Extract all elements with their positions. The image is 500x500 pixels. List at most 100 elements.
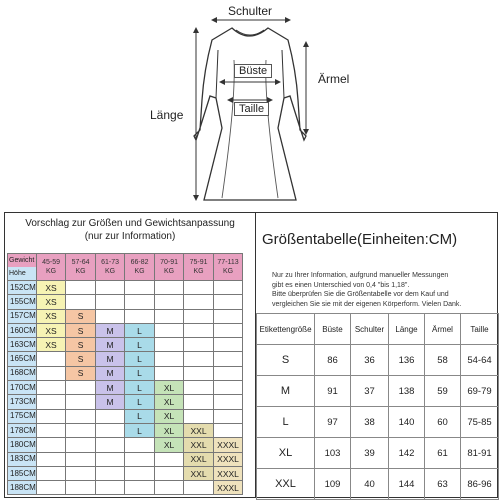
empty-cell	[183, 294, 214, 310]
measurement-cell: 40	[350, 468, 389, 500]
size-cell: XXXL	[212, 437, 244, 453]
size-cell: L	[124, 351, 155, 367]
measurement-cell: 36	[350, 344, 389, 376]
size-cell: XS	[35, 337, 67, 353]
empty-cell	[35, 465, 67, 482]
measurement-cell: 60	[424, 406, 461, 438]
empty-cell	[65, 422, 96, 439]
empty-cell	[35, 351, 67, 367]
empty-cell	[94, 422, 126, 439]
chest-label: Büste	[234, 64, 273, 78]
empty-cell	[124, 451, 155, 467]
empty-cell	[35, 380, 67, 396]
size-cell: XXL	[183, 437, 214, 453]
size-cell: S	[65, 322, 96, 339]
empty-cell	[153, 480, 185, 496]
size-table-column-header: Ärmel	[424, 313, 461, 345]
height-cell: 155CM	[7, 294, 37, 310]
corner-weight-label: Gewicht	[8, 254, 36, 267]
empty-cell	[183, 480, 214, 496]
empty-cell	[35, 365, 67, 382]
size-cell: XXXL	[212, 480, 244, 496]
size-cell: L	[124, 337, 155, 353]
empty-cell	[212, 380, 244, 396]
empty-cell	[153, 322, 185, 339]
empty-cell	[94, 408, 126, 424]
size-label-cell: M	[256, 375, 315, 407]
empty-cell	[183, 308, 214, 324]
weight-header-cell: 61-73 KG	[94, 253, 126, 281]
size-cell: XS	[35, 322, 67, 339]
height-cell: 170CM	[7, 380, 37, 396]
weight-header-cell: 57-64 KG	[65, 253, 96, 281]
empty-cell	[94, 294, 126, 310]
size-cell: M	[94, 322, 126, 339]
size-cell: XXXL	[212, 451, 244, 467]
weight-height-title: Vorschlag zur Größen und Gewichtsanpassu…	[5, 217, 255, 243]
measurement-note: Nur zu Ihrer Information, aufgrund manue…	[272, 271, 498, 309]
size-cell: L	[124, 365, 155, 382]
measurement-note-line: gibt es einen Unterschied von 0,4 "bis 1…	[272, 281, 410, 289]
empty-cell	[183, 380, 214, 396]
empty-cell	[35, 480, 67, 496]
empty-cell	[124, 308, 155, 324]
height-cell: 157CM	[7, 308, 37, 324]
size-cell: XXL	[183, 451, 214, 467]
measurement-cell: 138	[388, 375, 425, 407]
measurement-cell: 86	[314, 344, 351, 376]
height-cell: 180CM	[7, 437, 37, 453]
height-cell: 160CM	[7, 322, 37, 339]
empty-cell	[65, 465, 96, 482]
corner-height-label: Höhe	[8, 267, 36, 280]
measurement-cell: 63	[424, 468, 461, 500]
empty-cell	[65, 408, 96, 424]
weight-header-cell: 77-113 KG	[212, 253, 244, 281]
empty-cell	[212, 351, 244, 367]
empty-cell	[35, 451, 67, 467]
height-cell: 173CM	[7, 394, 37, 410]
empty-cell	[65, 437, 96, 453]
waist-label: Taille	[234, 102, 270, 116]
size-table-column-header: Büste	[314, 313, 351, 345]
measurement-cell: 39	[350, 437, 389, 469]
size-table-panel: Größentabelle(Einheiten:CM) Nur zu Ihrer…	[256, 213, 499, 500]
weight-header-cell: 45-59 KG	[35, 253, 67, 281]
shoulder-label: Schulter	[228, 4, 273, 18]
size-cell: L	[124, 322, 155, 339]
empty-cell	[65, 394, 96, 410]
empty-cell	[94, 465, 126, 482]
empty-cell	[124, 279, 155, 296]
empty-cell	[153, 294, 185, 310]
measurement-cell: 58	[424, 344, 461, 376]
empty-cell	[153, 279, 185, 296]
empty-cell	[94, 279, 126, 296]
size-cell: S	[65, 351, 96, 367]
empty-cell	[212, 422, 244, 439]
measurement-cell: 140	[388, 406, 425, 438]
height-cell: 175CM	[7, 408, 37, 424]
size-cell: L	[124, 422, 155, 439]
empty-cell	[212, 394, 244, 410]
empty-cell	[212, 322, 244, 339]
empty-cell	[212, 337, 244, 353]
height-cell: 188CM	[7, 480, 37, 496]
height-cell: 163CM	[7, 337, 37, 353]
weight-header-cell: 70-91 KG	[153, 253, 185, 281]
measurement-cell: 75-85	[460, 406, 499, 438]
size-cell: XS	[35, 279, 67, 296]
empty-cell	[183, 365, 214, 382]
empty-cell	[183, 322, 214, 339]
size-table-column-header: Etikettengröße	[256, 313, 315, 345]
empty-cell	[183, 394, 214, 410]
measurement-note-line: Bitte überprüfen Sie die Größentabelle v…	[272, 291, 449, 298]
measurement-cell: 59	[424, 375, 461, 407]
size-cell: XL	[153, 380, 185, 396]
empty-cell	[65, 380, 96, 396]
size-cell: M	[94, 337, 126, 353]
